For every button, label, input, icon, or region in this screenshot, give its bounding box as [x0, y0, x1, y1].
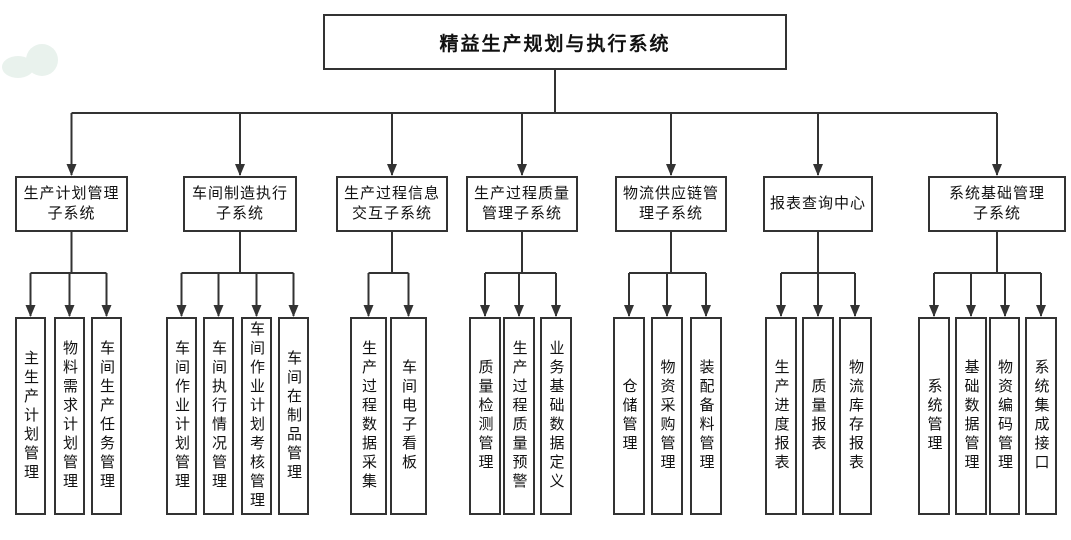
leaf-label: 系统管理 [925, 378, 943, 454]
leaf-label: 车间执行情况管理 [210, 340, 227, 492]
leaf-label: 车间电子看板 [400, 359, 417, 473]
subsystem-box-system-foundation: 系统基础管理 子系统 [928, 176, 1066, 232]
leaf-label: 车间作业计划管理 [173, 340, 190, 492]
subsystem-label-line: 车间制造执行 [191, 184, 288, 202]
leaf-node: 生产过程数据采集 [350, 317, 387, 515]
subsystem-label-line: 系统基础管理 [948, 184, 1045, 202]
leaf-node: 系统管理 [918, 317, 950, 515]
leaf-node: 车间执行情况管理 [203, 317, 234, 515]
leaf-node: 系统集成接口 [1025, 317, 1057, 515]
subsystem-label-line: 生产计划管理 [23, 184, 120, 202]
leaf-label: 物资采购管理 [658, 359, 676, 473]
subsystem-box-report-query-center: 报表查询中心 [763, 176, 873, 232]
leaf-node: 物资编码管理 [989, 317, 1020, 515]
leaf-label: 物流库存报表 [847, 359, 864, 473]
subsystem-box-shop-manufacturing-execution: 车间制造执行 子系统 [183, 176, 297, 232]
leaf-node: 业务基础数据定义 [540, 317, 572, 515]
leaf-label: 物资编码管理 [996, 359, 1013, 473]
leaf-label: 主生产计划管理 [22, 349, 39, 483]
leaf-label: 车间作业计划考核管理 [248, 321, 265, 511]
subsystem-label-line: 管理子系统 [481, 205, 562, 222]
subsystem-label-line: 报表查询中心 [769, 194, 866, 212]
subsystem-box-production-planning: 生产计划管理 子系统 [15, 176, 128, 232]
leaf-label: 系统集成接口 [1032, 359, 1050, 473]
watermark-artifact [26, 44, 58, 76]
leaf-node: 装配备料管理 [690, 317, 722, 515]
leaf-node: 质量报表 [802, 317, 834, 515]
subsystem-label-line: 生产过程质量 [473, 184, 570, 202]
leaf-node: 物料需求计划管理 [54, 317, 85, 515]
leaf-node: 车间生产任务管理 [91, 317, 122, 515]
leaf-label: 生产进度报表 [772, 359, 790, 473]
subsystem-label-line: 交互子系统 [351, 205, 432, 222]
leaf-label: 仓储管理 [620, 378, 638, 454]
leaf-label: 物料需求计划管理 [61, 340, 78, 492]
leaf-node: 仓储管理 [613, 317, 645, 515]
leaf-node: 基础数据管理 [955, 317, 987, 515]
leaf-label: 生产过程质量预警 [510, 340, 528, 492]
leaf-label: 质量报表 [809, 378, 827, 454]
leaf-label: 基础数据管理 [962, 359, 980, 473]
subsystem-box-process-info-interaction: 生产过程信息 交互子系统 [336, 176, 448, 232]
leaf-label: 质量检测管理 [476, 359, 494, 473]
subsystem-label-line: 子系统 [215, 205, 264, 222]
subsystem-label-line: 物流供应链管 [622, 184, 719, 202]
subsystem-box-logistics-supply-chain: 物流供应链管 理子系统 [615, 176, 727, 232]
leaf-node: 物资采购管理 [651, 317, 683, 515]
root-node: 精益生产规划与执行系统 [323, 14, 787, 70]
leaf-node: 质量检测管理 [469, 317, 501, 515]
leaf-label: 车间在制品管理 [285, 349, 302, 483]
leaf-node: 物流库存报表 [839, 317, 872, 515]
leaf-node: 主生产计划管理 [15, 317, 46, 515]
leaf-node: 车间作业计划考核管理 [241, 317, 272, 515]
leaf-node: 车间作业计划管理 [166, 317, 197, 515]
leaf-node: 车间在制品管理 [278, 317, 309, 515]
subsystem-label-line: 生产过程信息 [343, 184, 440, 202]
leaf-label: 装配备料管理 [697, 359, 715, 473]
leaf-label: 业务基础数据定义 [547, 340, 565, 492]
root-node-label: 精益生产规划与执行系统 [439, 33, 671, 55]
subsystem-label-line: 理子系统 [638, 205, 703, 222]
leaf-node: 生产进度报表 [765, 317, 797, 515]
leaf-label: 生产过程数据采集 [360, 340, 377, 492]
leaf-label: 车间生产任务管理 [98, 340, 115, 492]
leaf-node: 车间电子看板 [390, 317, 427, 515]
subsystem-label-line: 子系统 [972, 205, 1021, 222]
subsystem-box-process-quality: 生产过程质量 管理子系统 [466, 176, 578, 232]
leaf-node: 生产过程质量预警 [503, 317, 535, 515]
subsystem-label-line: 子系统 [47, 205, 96, 222]
